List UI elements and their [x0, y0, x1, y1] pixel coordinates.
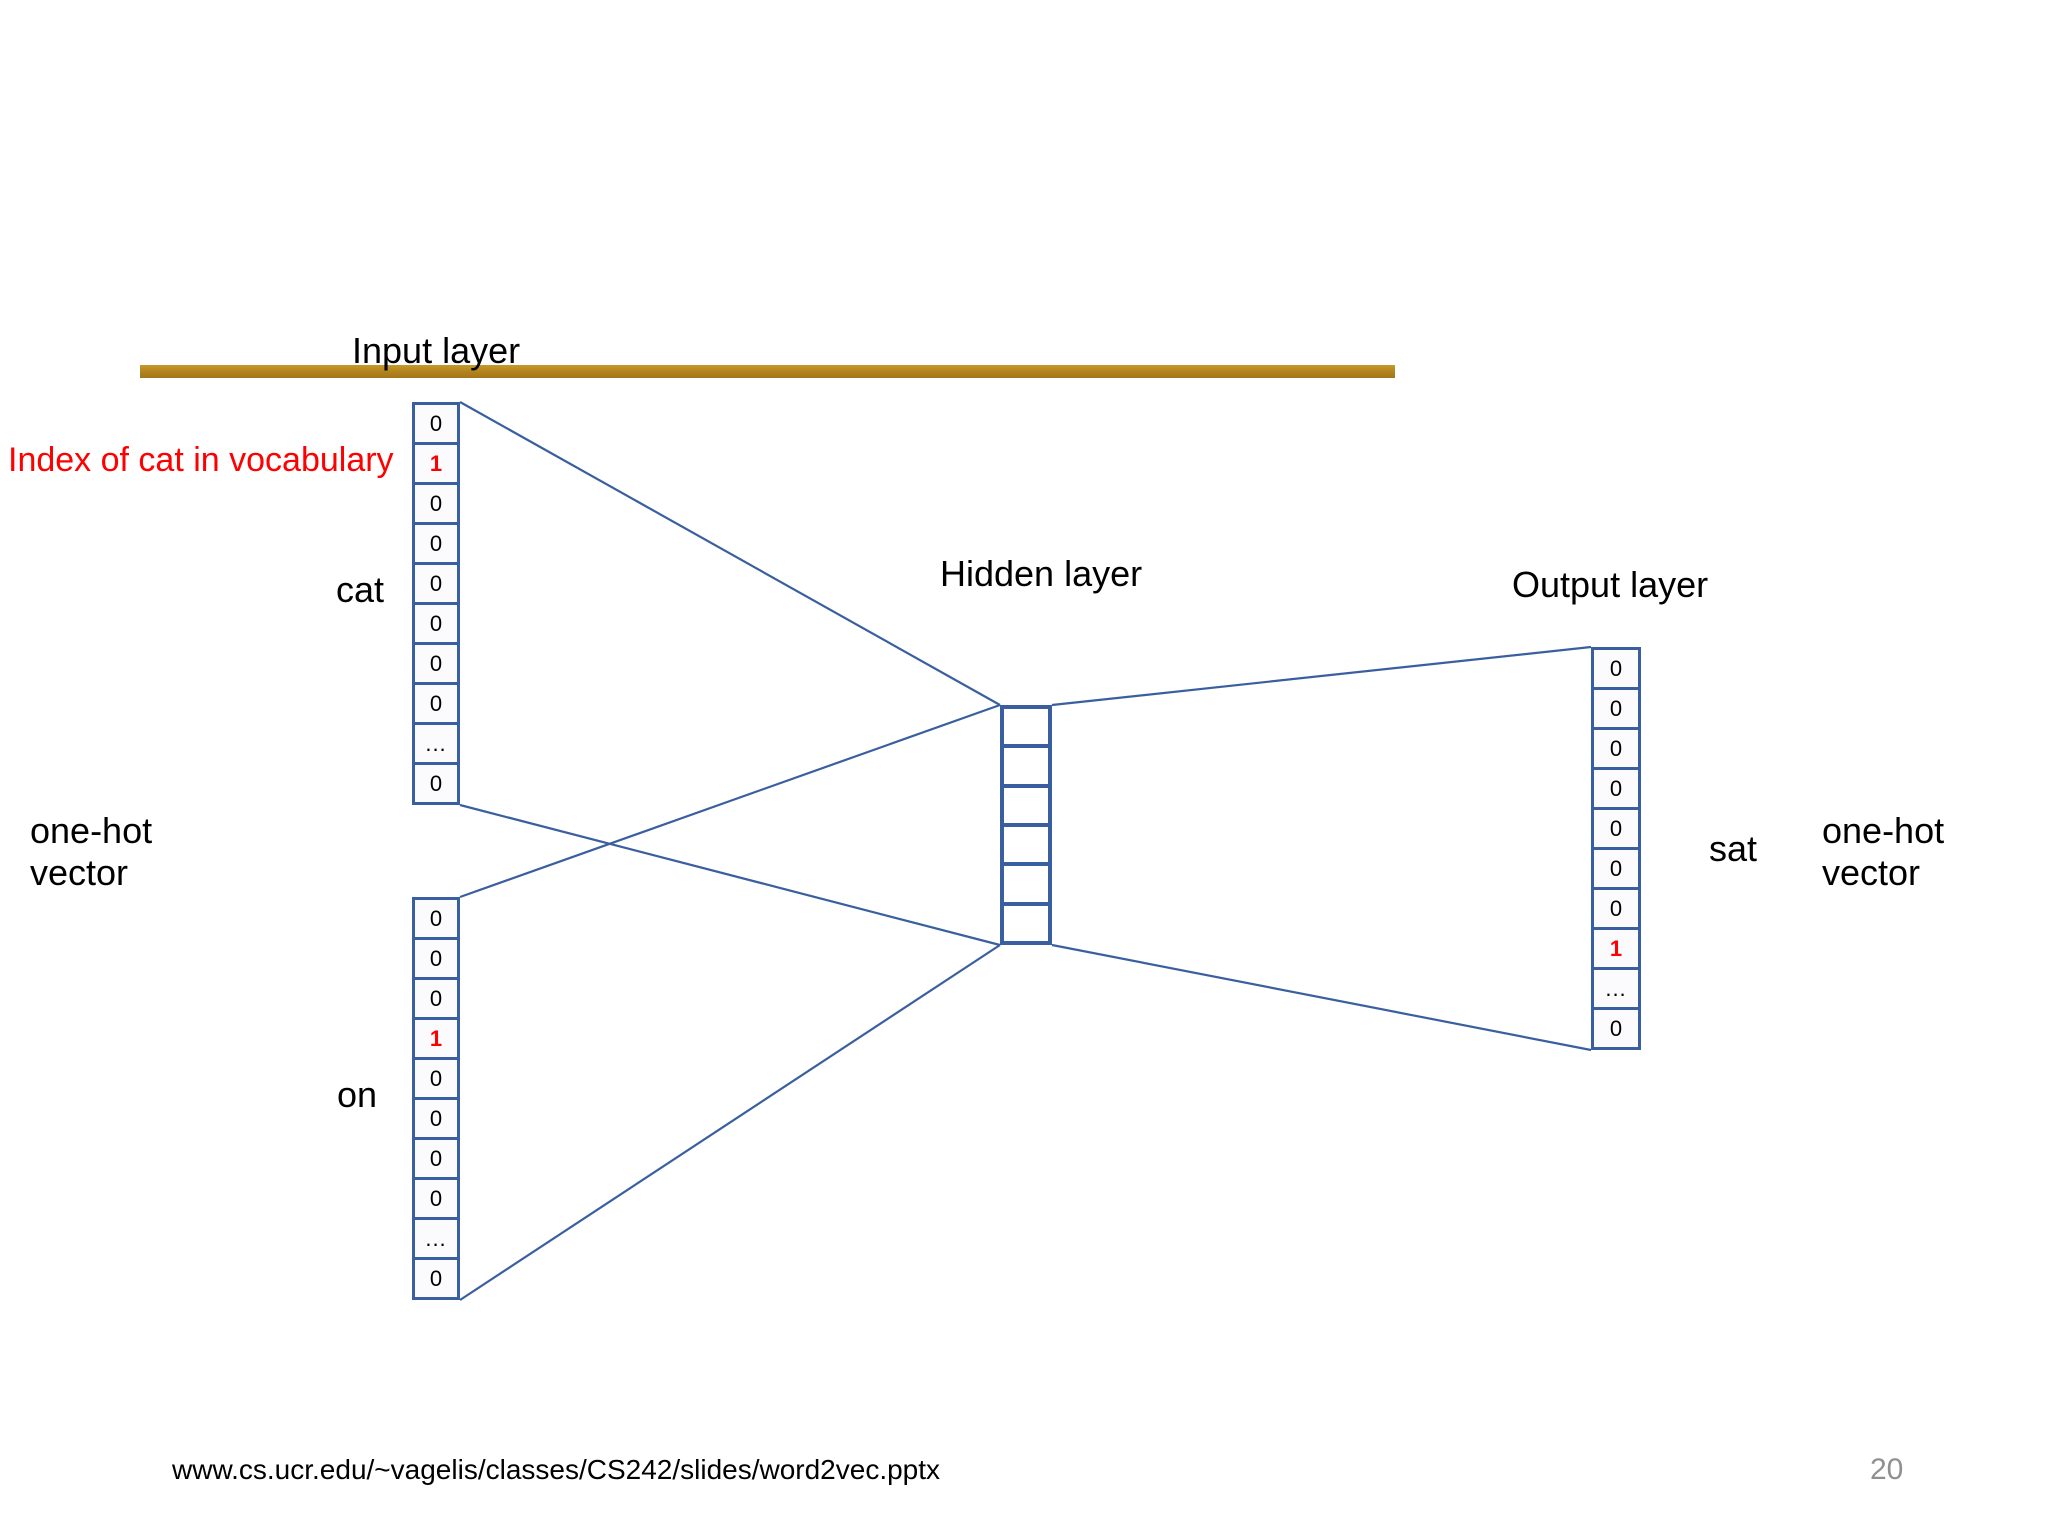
vector-cell — [1004, 866, 1048, 906]
vector-cell: 1 — [415, 1020, 457, 1060]
onehot-vector-label-left: one-hot vector — [30, 810, 153, 894]
source-url-footer: www.cs.ucr.edu/~vagelis/classes/CS242/sl… — [172, 1454, 941, 1485]
vector-cell: ... — [415, 725, 457, 765]
hidden-layer-vector — [1000, 705, 1052, 945]
vector-cell — [1004, 748, 1048, 788]
edge-on-top-to-hidden-top — [459, 703, 1001, 899]
vector-cell: ... — [1594, 970, 1638, 1010]
edge-on-bottom-to-hidden-bottom — [459, 944, 1001, 1301]
vector-cell: 0 — [415, 405, 457, 445]
vector-cell: 0 — [1594, 730, 1638, 770]
accent-bar — [140, 365, 1395, 378]
vector-cell: 0 — [415, 980, 457, 1020]
vector-cell — [1004, 906, 1048, 941]
hidden-layer-title: Hidden layer — [940, 553, 1143, 594]
vector-cell: 0 — [1594, 890, 1638, 930]
vector-cell: 0 — [415, 525, 457, 565]
vector-cell: 0 — [1594, 690, 1638, 730]
index-of-cat-annotation: Index of cat in vocabulary — [8, 441, 394, 479]
word-label-sat: sat — [1709, 828, 1758, 869]
vector-cell: 0 — [429, 770, 443, 796]
vector-cell: 0 — [1594, 810, 1638, 850]
word-label-cat: cat — [336, 569, 385, 610]
vector-cell: 0 — [415, 485, 457, 525]
word-label-on: on — [337, 1074, 378, 1115]
input-layer-title: Input layer — [352, 330, 521, 371]
vector-cell: 1 — [415, 445, 457, 485]
vector-cell: 0 — [1594, 770, 1638, 810]
vector-cell: 0 — [415, 940, 457, 980]
edge-hidden-top-to-output-top — [1051, 645, 1592, 707]
output-layer-title: Output layer — [1512, 564, 1709, 605]
vector-cell — [1004, 788, 1048, 827]
edge-hidden-bottom-to-output-bottom — [1051, 943, 1592, 1052]
vector-cell: 0 — [1594, 850, 1638, 890]
vector-cell: 0 — [415, 605, 457, 645]
vector-cell: 0 — [415, 1180, 457, 1220]
edge-cat-bottom-to-hidden-bottom — [459, 803, 1001, 947]
vector-cell: 0 — [1609, 1015, 1623, 1041]
vector-cell: 0 — [429, 1265, 443, 1291]
vector-cell: 0 — [415, 685, 457, 725]
vector-cell: 0 — [415, 1100, 457, 1140]
onehot-vector-label-right: one-hot vector — [1822, 810, 1945, 894]
vector-cell — [1004, 709, 1048, 749]
vector-cell: 1 — [1594, 930, 1638, 970]
vector-cell: 0 — [415, 1060, 457, 1100]
vector-cell: 0 — [415, 1140, 457, 1180]
vector-cell: 0 — [1594, 650, 1638, 690]
vector-cell — [1004, 827, 1048, 867]
page-number: 20 — [1870, 1453, 1904, 1486]
vector-cell: 0 — [415, 900, 457, 940]
vector-cell: 0 — [415, 565, 457, 605]
edge-cat-top-to-hidden-top — [459, 401, 1001, 706]
vector-cell: ... — [415, 1220, 457, 1260]
vector-cell: 0 — [415, 645, 457, 685]
